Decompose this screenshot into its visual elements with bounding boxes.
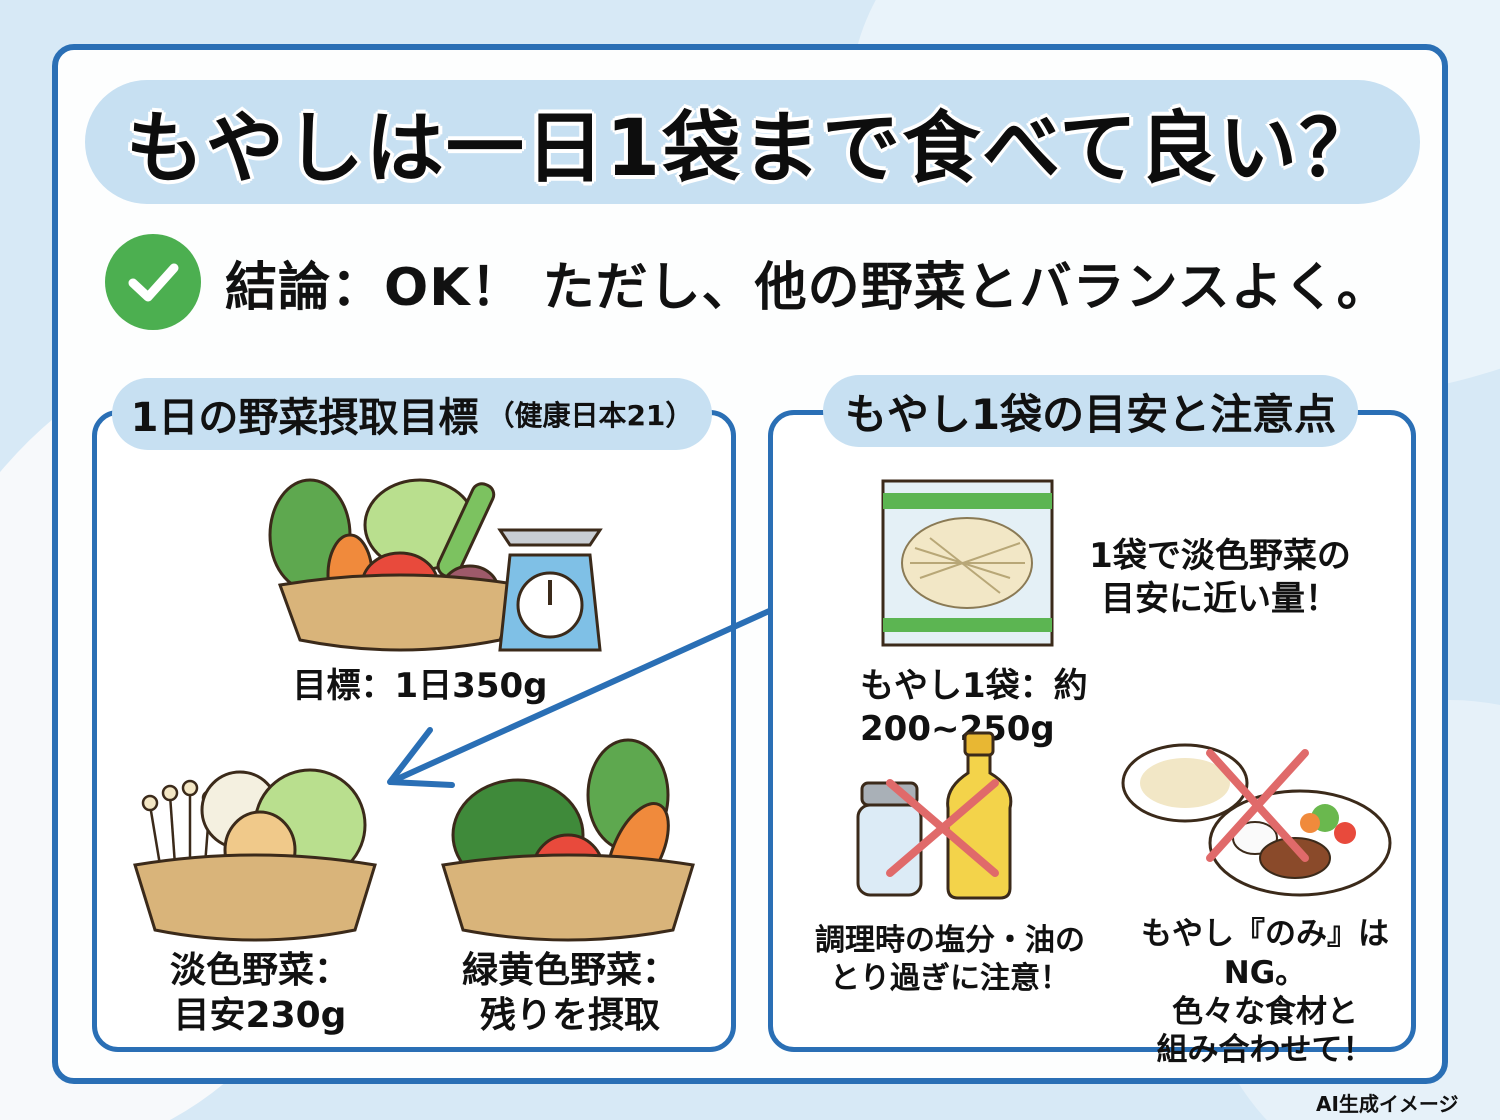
daily-goal-label: 目標：1日350g xyxy=(292,666,548,706)
bag-weight-label: もやし1袋：約200~250g xyxy=(860,666,1088,749)
salt-oil-illustration xyxy=(856,731,1013,900)
red-cross-icon xyxy=(886,779,999,877)
moyashi-guide-panel xyxy=(768,410,1416,1052)
oil-bottle-icon xyxy=(946,731,1013,900)
light-vegetable-label: 淡色野菜： 目安230g xyxy=(150,948,370,1038)
green-yellow-vegetable-basket-illustration xyxy=(441,738,695,942)
vegetable-basket-scale-illustration xyxy=(268,478,603,652)
label-line: 目安に近い量！ xyxy=(1101,578,1339,619)
panel-heading-right: もやし1袋の目安と注意点 xyxy=(823,375,1358,447)
red-cross-icon xyxy=(1206,749,1309,862)
green-yellow-vegetable-label: 緑黄色野菜： 残りを摂取 xyxy=(440,948,700,1038)
basket-icon xyxy=(441,853,695,942)
page-title: もやしは一日1袋まで食べて良い？ xyxy=(125,104,1380,194)
only-moyashi-warning: もやし『のみ』はNG。 色々な食材と 組み合わせて！ xyxy=(1115,915,1415,1070)
heading-subtext: （健康日本21） xyxy=(486,399,694,432)
balanced-meal-illustration xyxy=(1121,743,1392,897)
heading-text: 1日の野菜摂取目標 xyxy=(130,395,479,441)
conclusion-text: 結論：OK！ ただし、他の野菜とバランスよく。 xyxy=(225,257,1390,318)
light-vegetable-basket-illustration xyxy=(133,768,377,942)
label-line: 淡色野菜： xyxy=(169,950,350,991)
conclusion-row: 結論：OK！ ただし、他の野菜とバランスよく。 xyxy=(105,232,1390,332)
title-banner: もやしは一日1袋まで食べて良い？ xyxy=(85,80,1420,204)
label-line: もやし『のみ』はNG。 xyxy=(1141,916,1389,991)
label-line: とり過ぎに注意！ xyxy=(830,960,1070,996)
label-line: 緑黄色野菜： xyxy=(461,950,678,991)
label-line: 目安230g xyxy=(173,995,347,1036)
ai-generated-watermark: AI生成イメージ xyxy=(1316,1092,1459,1116)
label-line: 1袋で淡色野菜の xyxy=(1089,536,1351,576)
label-line: 色々な食材と xyxy=(1172,993,1358,1030)
label-line: 組み合わせて！ xyxy=(1156,1032,1374,1069)
label-line: 調理時の塩分・油の xyxy=(815,923,1085,958)
label-line: 残りを摂取 xyxy=(479,995,660,1036)
salt-oil-warning: 調理時の塩分・油の とり過ぎに注意！ xyxy=(800,922,1100,997)
kitchen-scale-icon xyxy=(497,528,603,652)
bag-note: 1袋で淡色野菜の 目安に近い量！ xyxy=(1070,535,1370,620)
check-circle-icon xyxy=(105,234,201,330)
moyashi-bag-icon xyxy=(881,479,1054,647)
basket-icon xyxy=(133,853,377,942)
panel-heading-left: 1日の野菜摂取目標（健康日本21） xyxy=(112,378,712,450)
